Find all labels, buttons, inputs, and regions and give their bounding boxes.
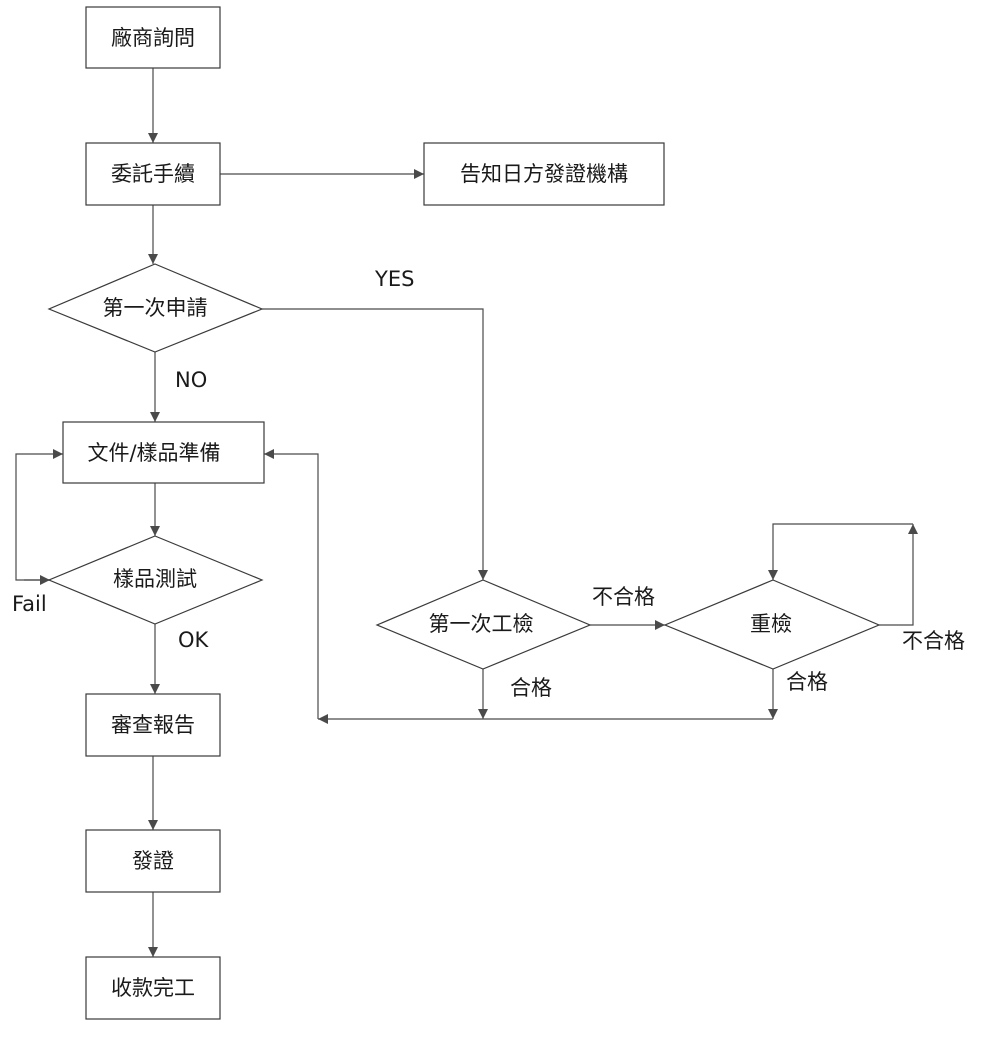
connector-test-fail-loop	[15, 449, 63, 581]
edge-label-fail-reinspection: 不合格	[902, 629, 965, 653]
edge-label-pass-reinspection: 合格	[786, 670, 828, 694]
node-complete: 收款完工	[85, 956, 221, 1020]
edge-label-fail: Fail	[12, 592, 47, 616]
edge-label-ok: OK	[178, 628, 210, 652]
node-complete-label: 收款完工	[111, 976, 195, 1000]
node-inquiry-label: 廠商詢問	[111, 26, 195, 50]
decision-sample-test-label: 樣品測試	[113, 567, 197, 591]
connector-first-apply-yes	[262, 308, 488, 580]
decision-first-inspection-label: 第一次工檢	[429, 612, 534, 636]
node-certify-label: 發證	[132, 849, 174, 873]
node-prepare-label: 文件/樣品準備	[87, 441, 220, 465]
node-notify: 告知日方發證機構	[423, 142, 665, 206]
connector-reinspection-fail-loop-back	[768, 523, 913, 580]
decision-first-apply-label: 第一次申請	[103, 296, 208, 320]
decision-first-inspection: 第一次工檢	[375, 579, 592, 670]
node-review-label: 審查報告	[111, 713, 195, 737]
node-commission: 委託手續	[85, 142, 221, 206]
node-inquiry: 廠商詢問	[85, 6, 221, 69]
edge-label-no: NO	[175, 368, 207, 392]
node-certify: 發證	[85, 829, 221, 893]
decision-reinspection: 重檢	[663, 579, 881, 670]
edge-label-pass-first-inspection: 合格	[510, 676, 552, 700]
connector-return-to-prepare	[264, 449, 319, 719]
decision-first-apply: 第一次申請	[47, 263, 264, 353]
edge-label-fail-first-inspection: 不合格	[592, 585, 655, 609]
node-notify-label: 告知日方發證機構	[460, 162, 628, 186]
node-prepare: 文件/樣品準備	[62, 421, 265, 484]
edge-label-yes: YES	[374, 267, 414, 291]
connector-reinspection-fail-loop-up	[879, 524, 918, 626]
decision-reinspection-label: 重檢	[750, 612, 792, 636]
node-review: 審查報告	[85, 693, 221, 757]
decision-sample-test: 樣品測試	[47, 535, 264, 625]
node-commission-label: 委託手續	[111, 162, 195, 186]
connectors	[15, 68, 918, 957]
